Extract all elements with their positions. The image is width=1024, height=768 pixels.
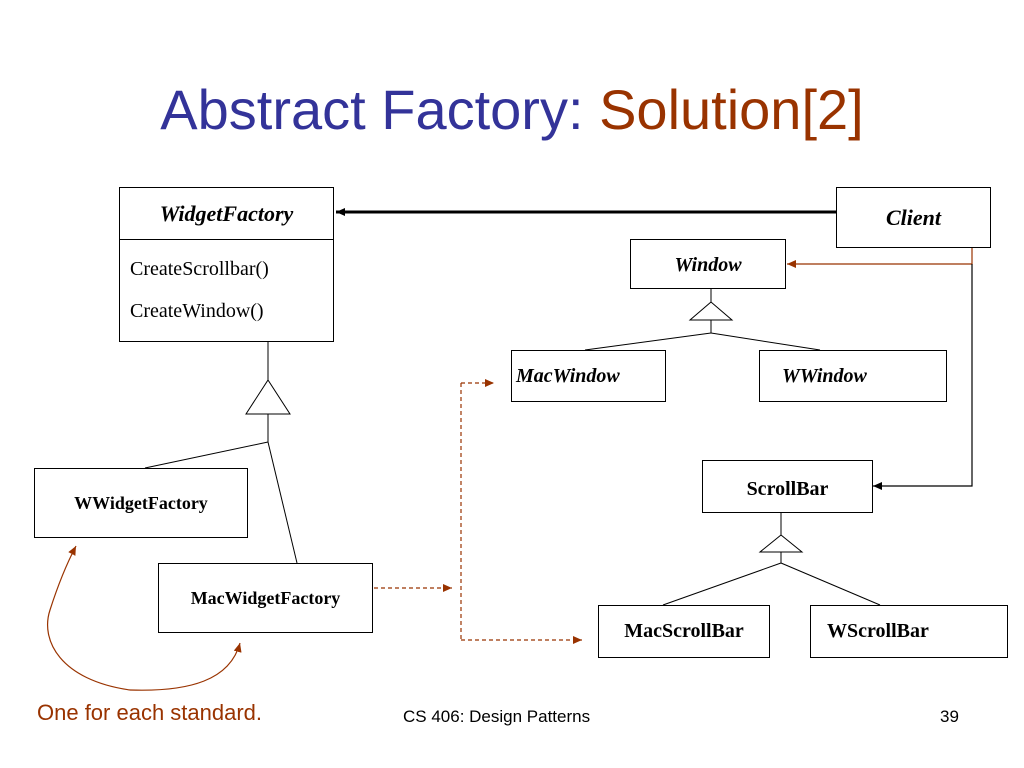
widget-factory-class: WidgetFactory CreateScrollbar() CreateWi… — [119, 187, 334, 342]
wwidget-factory-link — [144, 441, 269, 469]
scrollbar-class: ScrollBar — [702, 460, 873, 513]
wscrollbar-class: WScrollBar — [810, 605, 1008, 658]
course-footer: CS 406: Design Patterns — [403, 707, 591, 726]
title-accent: Solution[2] — [599, 78, 864, 141]
client-to-window-arrow — [787, 248, 973, 268]
wwidget-factory-class: WWidgetFactory — [34, 468, 248, 538]
macscrollbar-class: MacScrollBar — [598, 605, 770, 658]
widget-factory-name: WidgetFactory — [120, 188, 333, 240]
scrollbar-inheritance-triangle — [758, 534, 804, 553]
wwindow-class: WWindow — [759, 350, 947, 402]
window-inheritance-triangle — [688, 301, 734, 321]
macwindow-class: MacWindow — [511, 350, 666, 402]
macwindow-link — [584, 332, 712, 351]
create-window-operation: CreateWindow() — [130, 300, 264, 322]
create-scrollbar-operation: CreateScrollbar() — [130, 258, 269, 280]
slide-title: Abstract Factory: Solution[2] — [0, 70, 1024, 150]
annotation-curve-right — [129, 642, 242, 691]
client-class: Client — [836, 187, 991, 248]
wwindow-link — [710, 332, 821, 351]
annotation-curve-left — [46, 545, 131, 691]
macwidget-factory-class: MacWidgetFactory — [158, 563, 373, 633]
page-number: 39 — [940, 707, 959, 726]
title-main: Abstract Factory — [160, 78, 568, 141]
factory-inheritance-triangle — [245, 379, 291, 415]
macscrollbar-link — [662, 562, 782, 606]
client-to-scrollbar-arrow — [873, 264, 973, 490]
annotation-text: One for each standard. — [37, 700, 263, 725]
macwidget-factory-link — [267, 441, 298, 564]
title-colon: : — [567, 78, 584, 141]
window-class: Window — [630, 239, 786, 289]
wscrollbar-link — [780, 562, 881, 606]
